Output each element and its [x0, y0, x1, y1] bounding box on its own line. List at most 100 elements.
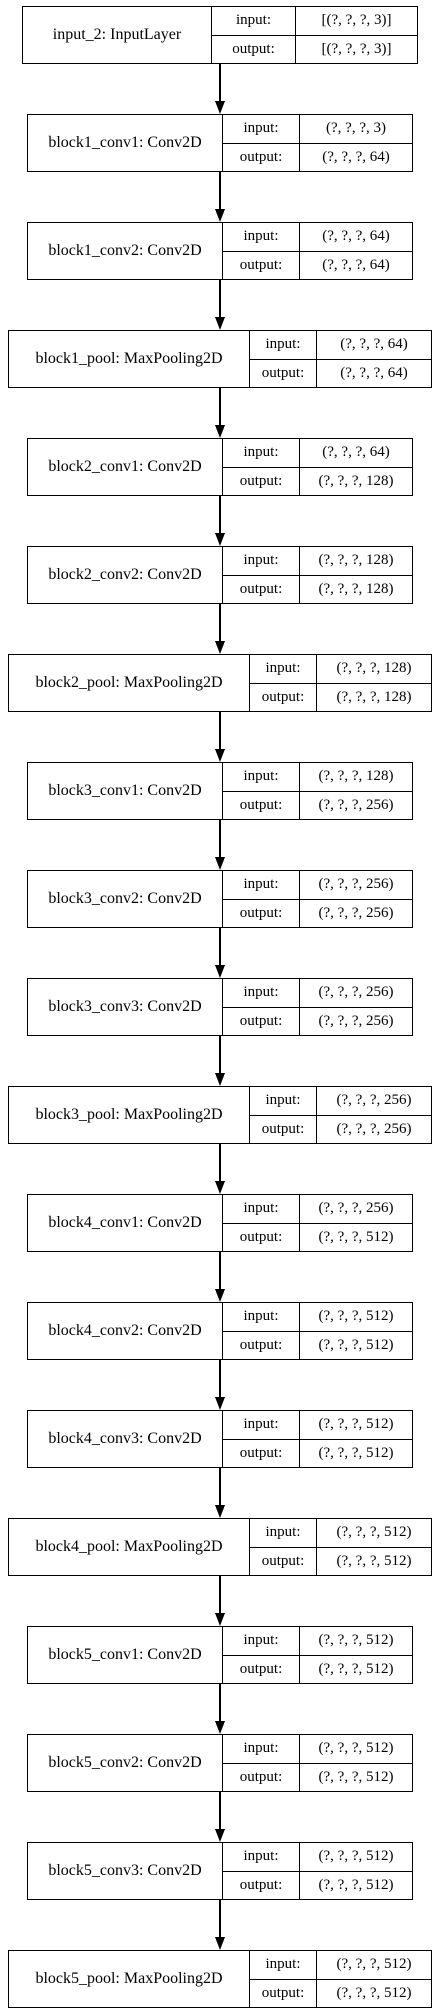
layer-io-table: input: (?, ?, ?, 512)output:(?, ?, ?, 512…: [222, 1303, 412, 1359]
input-row: input:(?, ?, ?, 64): [250, 331, 431, 359]
output-label: output:: [261, 688, 305, 705]
output-row: output:(?, ?, ?, 64): [223, 250, 412, 279]
output-row: output:(?, ?, ?, 256): [223, 1006, 412, 1035]
arrow-head-icon: [215, 1937, 225, 1950]
layer-node: block5_pool: MaxPooling2D input:(?, ?, ?,…: [8, 1950, 432, 2008]
input-shape: (?, ?, ?, 64): [316, 331, 431, 359]
layer-node: block4_conv1: Conv2D input:(?, ?, ?, 256)…: [27, 1194, 413, 1252]
input-shape: (?, ?, ?, 512): [299, 1303, 412, 1331]
output-label: output:: [239, 1228, 283, 1245]
input-row: input: (?, ?, ?, 512): [223, 1303, 412, 1331]
output-label: output:: [239, 472, 283, 489]
input-shape: (?, ?, ?, 256): [299, 871, 412, 899]
output-shape: (?, ?, ?, 64): [299, 251, 412, 279]
input-shape: (?, ?, ?, 512): [299, 1627, 412, 1655]
input-shape: (?, ?, ?, 128): [299, 763, 412, 791]
input-shape: (?, ?, ?, 256): [316, 1087, 431, 1115]
output-row: output:(?, ?, ?, 512): [223, 1222, 412, 1251]
layer-io-table: input:(?, ?, ?, 256)output:(?, ?, ?, 256…: [222, 979, 412, 1035]
output-label: output:: [261, 1120, 305, 1137]
input-label: input:: [243, 1308, 279, 1325]
layer-name: block4_conv3: Conv2D: [48, 1430, 202, 1447]
input-shape: (?, ?, ?, 512): [299, 1735, 412, 1763]
layer-name: block5_pool: MaxPooling2D: [35, 1970, 223, 1987]
input-shape: (?, ?, ?, 256): [299, 1195, 412, 1223]
arrow-head-icon: [215, 857, 225, 870]
layer-io-table: input: (?, ?, ?, 128)output:(?, ?, ?, 256…: [222, 763, 412, 819]
layer-io-table: input:(?, ?, ?, 64)output:(?, ?, ?, 64): [222, 223, 412, 279]
output-row: output:(?, ?, ?, 64): [250, 358, 431, 387]
input-shape: (?, ?, ?, 64): [299, 439, 412, 467]
output-label: output:: [261, 1552, 305, 1569]
output-shape: (?, ?, ?, 512): [299, 1331, 412, 1359]
output-shape: (?, ?, ?, 256): [316, 1115, 431, 1143]
layer-io-table: input:(?, ?, ?, 256)output:(?, ?, ?, 256…: [249, 1087, 431, 1143]
input-label: input:: [243, 444, 279, 461]
layer-name: block3_conv3: Conv2D: [48, 998, 202, 1015]
output-label: output:: [239, 148, 283, 165]
layer-io-table: input:(?, ?, ?, 512)output:(?, ?, ?, 512…: [249, 1519, 431, 1575]
input-row: input:(?, ?, ?, 512): [250, 1951, 431, 1979]
output-row: output:(?, ?, ?, 256): [223, 790, 412, 819]
layer-name: block1_conv1: Conv2D: [48, 134, 202, 151]
input-row: input:(?, ?, ?, 256): [223, 979, 412, 1007]
input-row: input: (?, ?, ?, 128): [223, 547, 412, 575]
output-shape: (?, ?, ?, 256): [299, 1007, 412, 1035]
layer-name: block1_pool: MaxPooling2D: [35, 350, 223, 367]
arrow-head-icon: [215, 1397, 225, 1410]
input-label: input:: [243, 984, 279, 1001]
layer-io-table: input:(?, ?, ?, 512)output:(?, ?, ?, 512…: [222, 1735, 412, 1791]
output-row: output: (?, ?, ?, 256): [250, 1114, 431, 1143]
input-label: input:: [235, 12, 271, 29]
arrow-head-icon: [215, 1829, 225, 1842]
layer-io-table: input:(?, ?, ?, 64)output:(?, ?, ?, 64): [249, 331, 431, 387]
output-row: output:(?, ?, ?, 512): [223, 1438, 412, 1467]
layer-node: block4_conv3: Conv2D input:(?, ?, ?, 512)…: [27, 1410, 413, 1468]
output-shape: (?, ?, ?, 128): [299, 467, 412, 495]
arrow-head-icon: [215, 1505, 225, 1518]
layer-name: block2_conv2: Conv2D: [48, 566, 202, 583]
output-label: output:: [239, 904, 283, 921]
layer-node: block1_pool: MaxPooling2D input:(?, ?, ?,…: [8, 330, 432, 388]
output-shape: (?, ?, ?, 512): [299, 1763, 412, 1791]
input-label: input:: [243, 768, 279, 785]
layer-name: block3_pool: MaxPooling2D: [35, 1106, 223, 1123]
input-row: input:(?, ?, ?, 3): [223, 115, 412, 143]
output-shape: (?, ?, ?, 128): [316, 683, 431, 711]
input-shape: (?, ?, ?, 128): [299, 547, 412, 575]
output-shape: (?, ?, ?, 512): [299, 1871, 412, 1899]
output-row: output:[(?, ?, ?, 3)]: [212, 34, 417, 63]
output-row: output:(?, ?, ?, 128): [223, 574, 412, 603]
output-shape: (?, ?, ?, 64): [299, 143, 412, 171]
output-row: output:(?, ?, ?, 512): [223, 1330, 412, 1359]
layer-name: block4_conv1: Conv2D: [48, 1214, 202, 1231]
input-row: input:(?, ?, ?, 512): [223, 1411, 412, 1439]
input-shape: (?, ?, ?, 512): [299, 1843, 412, 1871]
input-row: input:[(?, ?, ?, 3)]: [212, 7, 417, 35]
arrow-head-icon: [215, 641, 225, 654]
input-row: input:(?, ?, ?, 256): [223, 871, 412, 899]
layer-name: block5_conv2: Conv2D: [48, 1754, 202, 1771]
input-label: input:: [243, 552, 279, 569]
input-row: input:(?, ?, ?, 256): [223, 1195, 412, 1223]
input-label: input:: [243, 1416, 279, 1433]
output-label: output:: [239, 1876, 283, 1893]
output-label: output:: [239, 1768, 283, 1785]
input-row: input: (?, ?, ?, 64): [223, 439, 412, 467]
layer-io-table: input:[(?, ?, ?, 3)]output:[(?, ?, ?, 3)…: [211, 7, 417, 63]
output-shape: (?, ?, ?, 256): [299, 899, 412, 927]
input-shape: (?, ?, ?, 512): [316, 1951, 431, 1979]
arrow-head-icon: [215, 1613, 225, 1626]
arrow-head-icon: [215, 209, 225, 222]
